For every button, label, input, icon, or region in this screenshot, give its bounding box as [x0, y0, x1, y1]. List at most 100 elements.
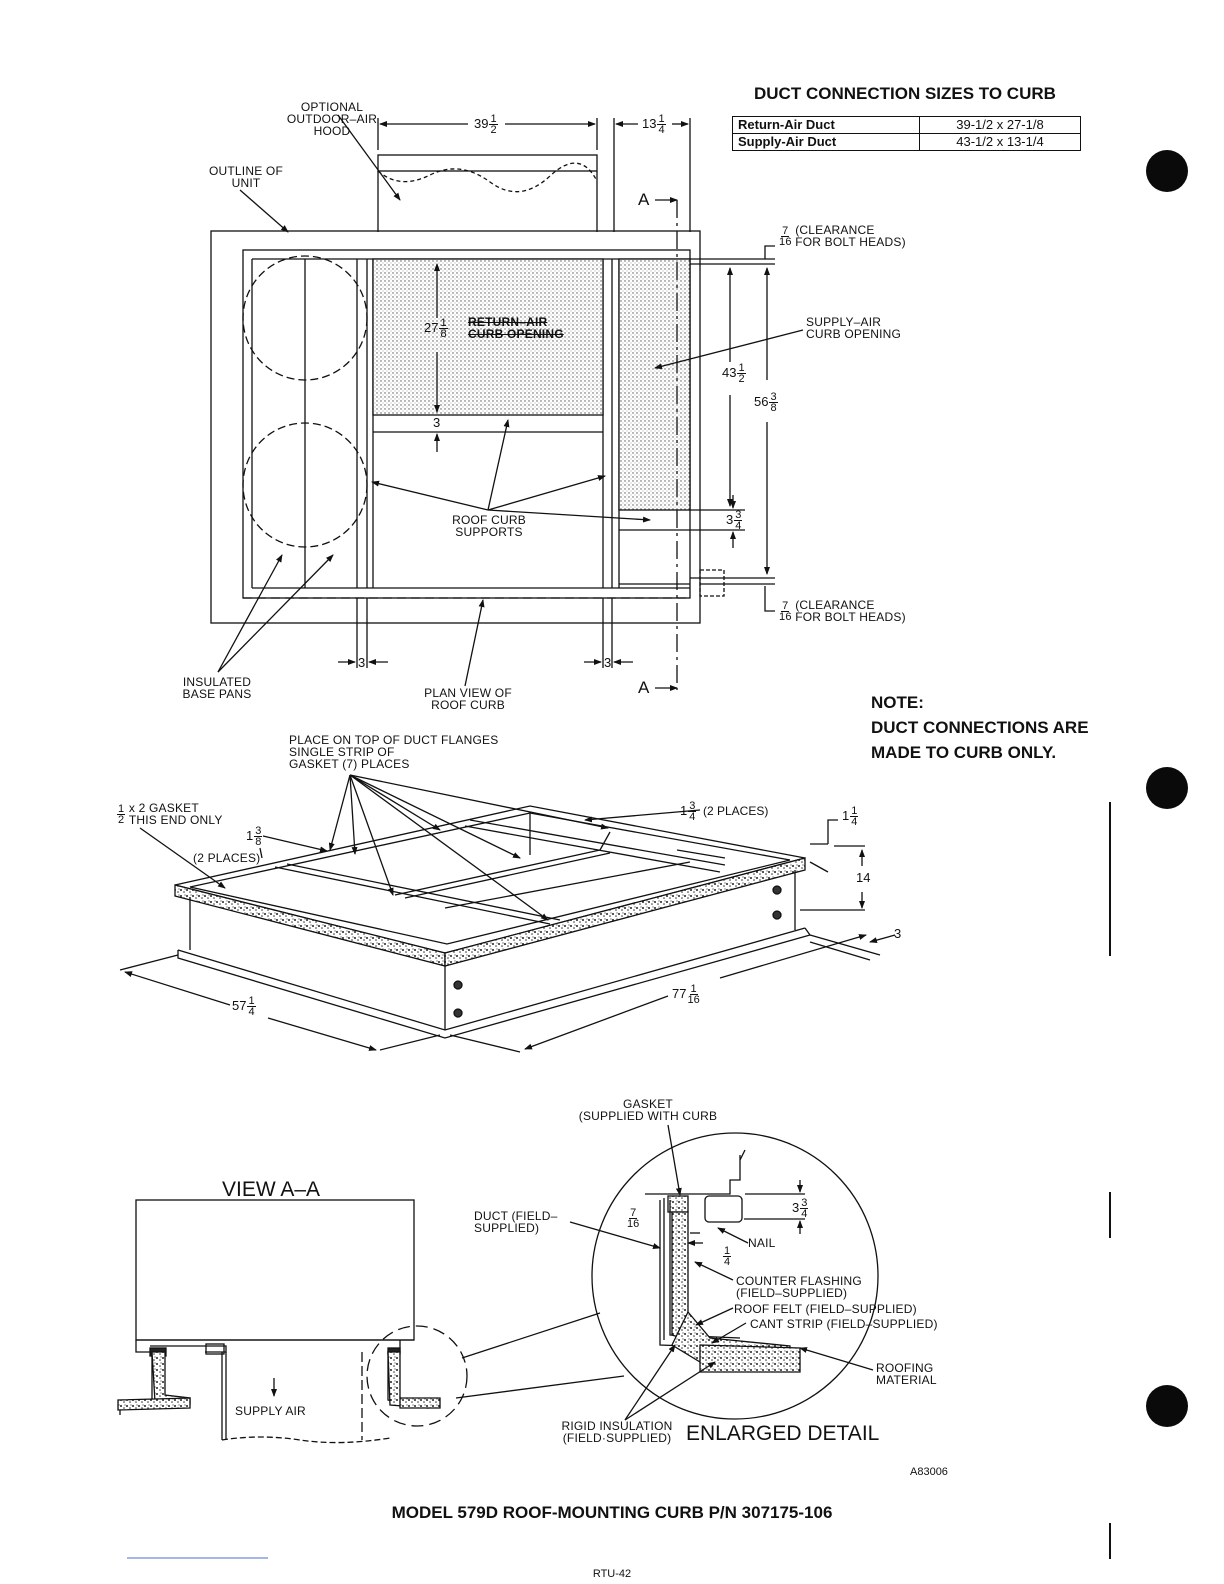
change-bar — [1109, 802, 1111, 956]
change-bar — [1109, 1192, 1111, 1238]
section-mark-bottom: A — [638, 678, 650, 697]
label-line: INSULATED — [182, 675, 252, 689]
label-line: (FIELD–SUPPLIED) — [736, 1286, 848, 1300]
dim-num: 1 — [117, 802, 126, 815]
dim-num: 1 — [439, 317, 448, 329]
dim-den: 4 — [248, 1006, 255, 1018]
label-line: MATERIAL — [876, 1373, 937, 1387]
binder-hole-icon — [1146, 150, 1188, 192]
dim-whole: 1 — [246, 827, 254, 843]
note-line: DUCT CONNECTIONS ARE — [871, 718, 1089, 737]
dim-den: 16 — [779, 235, 792, 248]
supports-label: ROOF CURB SUPPORTS — [452, 514, 526, 538]
supply-opening-label: SUPPLY–AIR CURB OPENING — [806, 316, 901, 340]
unit-section — [135, 1199, 415, 1341]
return-air-opening — [372, 258, 604, 416]
label-line: (FIELD·SUPPLIED) — [562, 1431, 672, 1445]
dim-whole: 3 — [726, 511, 734, 527]
dim-suffix: (2 PLACES) — [702, 803, 769, 818]
dim-num: 3 — [769, 391, 778, 403]
gasket-label: GASKET (SUPPLIED WITH CURB — [579, 1098, 717, 1122]
table-cell: 39-1/2 x 27-1/8 — [919, 116, 1081, 134]
dim-whole: 3 — [792, 1199, 800, 1215]
table-row: Return-Air Duct 39-1/2 x 27-1/8 — [732, 116, 1081, 134]
dim-den: 4 — [724, 1256, 731, 1268]
section-view — [117, 1199, 625, 1444]
dim-num: 1 — [247, 995, 256, 1007]
label-line: x 2 GASKET — [128, 801, 199, 815]
dim-whole: 56 — [754, 393, 769, 409]
detail-circle — [591, 1132, 879, 1420]
label-line: FOR BOLT HEADS) — [795, 235, 906, 249]
table-row: Supply-Air Duct 43-1/2 x 13-1/4 — [732, 133, 1081, 151]
label-line: CURB OPENING — [468, 327, 564, 341]
plan-view — [210, 114, 804, 691]
label-line: GASKET — [623, 1097, 673, 1111]
dim-whole: 27 — [424, 319, 439, 335]
dim-num: 1 — [737, 362, 746, 374]
label-line: RIGID INSULATION — [561, 1419, 673, 1433]
binder-hole-icon — [1146, 1385, 1188, 1427]
nail-label: NAIL — [748, 1236, 776, 1250]
base-pan-circle — [242, 422, 368, 548]
supply-air-label: SUPPLY AIR — [235, 1404, 306, 1418]
label-line: FOR BOLT HEADS) — [795, 610, 906, 624]
change-bar — [1109, 1523, 1111, 1559]
dim-whole: 43 — [722, 364, 737, 380]
dim-den: 16 — [627, 1218, 640, 1230]
outdoor-air-hood — [377, 154, 598, 172]
dim-whole: 77 — [672, 985, 687, 1001]
label-line: BASE PANS — [182, 687, 252, 701]
label-line: COUNTER FLASHING — [736, 1274, 862, 1288]
label-line: (SUPPLIED WITH CURB — [578, 1109, 718, 1123]
dim-num: 3 — [254, 825, 263, 837]
counter-flashing-label: COUNTER FLASHING (FIELD–SUPPLIED) — [736, 1275, 862, 1299]
two-places-label: (2 PLACES) — [193, 851, 261, 865]
page-number: RTU-42 — [592, 1568, 632, 1580]
dim-num: 7 — [629, 1207, 638, 1219]
dim-whole: 39 — [474, 115, 489, 131]
dim-num: 1 — [723, 1245, 732, 1257]
view-a-a-title: VIEW A–A — [222, 1178, 321, 1201]
figure-caption: MODEL 579D ROOF-MOUNTING CURB P/N 307175… — [391, 1503, 833, 1522]
label-line: DUCT (FIELD– — [474, 1209, 558, 1223]
table-title: DUCT CONNECTION SIZES TO CURB — [754, 84, 1056, 103]
unit-outline — [210, 230, 701, 624]
dim-den: 4 — [735, 520, 742, 532]
table-cell: Return-Air Duct — [732, 116, 920, 134]
label-line: OUTLINE OF — [208, 164, 284, 178]
label-line: GASKET (7) PLACES — [289, 757, 410, 771]
roofing-label: ROOFING MATERIAL — [876, 1362, 937, 1386]
binder-hole-icon — [1146, 767, 1188, 809]
dim-den: 8 — [440, 328, 447, 340]
label-line: ROOFING — [876, 1361, 934, 1375]
dim-den: 2 — [118, 813, 125, 826]
dim-num: 7 — [781, 599, 790, 612]
label-line: SUPPLIED) — [474, 1221, 540, 1235]
dim-14: 14 — [856, 870, 871, 885]
dim-whole: 1 — [842, 807, 850, 823]
plan-view-label: PLAN VIEW OF ROOF CURB — [424, 687, 512, 711]
label-line: THIS END ONLY — [128, 813, 223, 827]
drawing-number: A83006 — [910, 1466, 948, 1478]
